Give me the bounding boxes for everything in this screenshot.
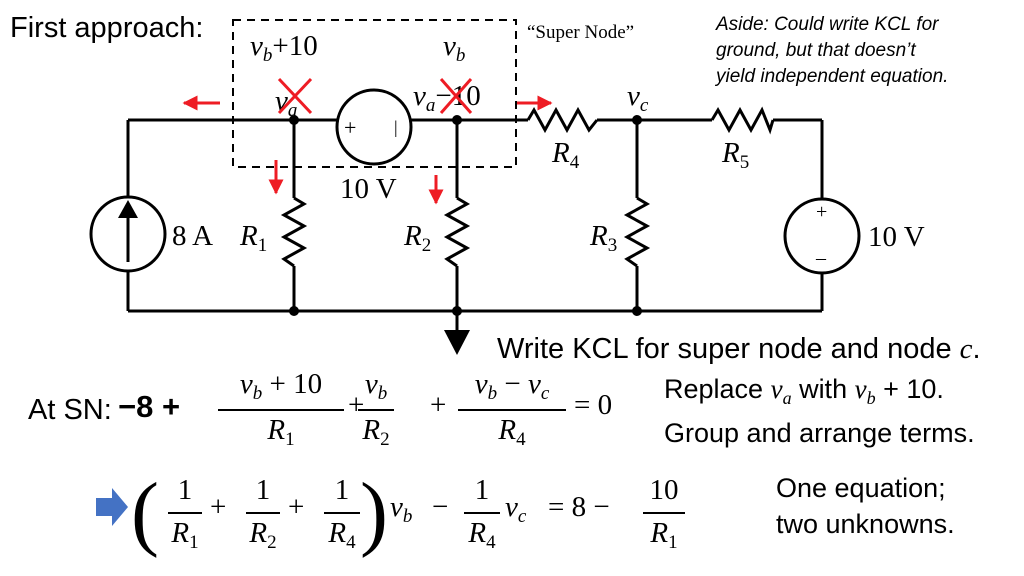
node-label-va: va: [275, 85, 297, 121]
fraction-numerator: vb + 10: [239, 368, 323, 404]
resistor-label-r4: R4: [551, 137, 580, 173]
right-arrow-icon: [96, 488, 128, 526]
resistor-r1: [280, 196, 308, 268]
replace-note: Replace va with vb + 10.: [664, 374, 944, 408]
node-label-vb-plus10: vb+10: [250, 30, 318, 66]
kcl-note-var: c: [959, 333, 973, 365]
plus-operator: +: [430, 389, 447, 421]
aside-note: Aside: Could write KCL for ground, but t…: [716, 12, 948, 90]
plus-operator: +: [348, 389, 365, 421]
fraction-numerator: 1: [334, 474, 350, 506]
junction-dots: [289, 115, 642, 316]
resistor-label-r1: R1: [239, 220, 267, 256]
fraction-denominator: R4: [468, 517, 496, 553]
resistor-r3: [623, 196, 651, 268]
aside-line: ground, but that doesn’t: [716, 40, 916, 61]
voltage-label-right: 10 V: [868, 221, 925, 253]
fraction-denominator: R1: [171, 517, 199, 553]
kcl-note-prefix: Write KCL for super node and node: [497, 333, 960, 365]
note-line: two unknowns.: [776, 509, 955, 539]
kcl-note-suffix: .: [972, 333, 981, 365]
minus-operator: −: [432, 491, 449, 523]
circuit-wires: [126, 118, 824, 330]
note-line: One equation;: [776, 473, 946, 503]
minus-sign: –: [815, 247, 827, 269]
fraction-denominator: R2: [362, 414, 390, 450]
node-label-vc: vc: [627, 80, 649, 116]
fraction-denominator: R1: [267, 414, 295, 450]
equation-lead: −8 +: [118, 389, 181, 424]
fraction-denominator: R1: [650, 517, 678, 553]
resistor-r5: [710, 106, 775, 135]
voltage-source-right: [783, 197, 861, 275]
strike-marks: [277, 77, 473, 115]
one-equation-note: One equation; two unknowns.: [776, 470, 955, 542]
current-arrows: [182, 95, 553, 205]
fraction-numerator: vb − vc: [474, 368, 550, 404]
plus-operator: +: [288, 491, 305, 523]
group-note: Group and arrange terms.: [664, 418, 975, 448]
equation-rhs: = 0: [574, 389, 613, 421]
left-paren: (: [131, 466, 159, 559]
resistor-r2: [443, 196, 471, 268]
fraction-numerator: 1: [255, 474, 271, 506]
aside-line: yield independent equation.: [716, 66, 949, 87]
aside-line: Aside: Could write KCL for: [716, 14, 939, 35]
variable-vc: vc: [505, 491, 527, 527]
plus-sign: +: [816, 201, 827, 223]
current-label: 8 A: [172, 220, 213, 252]
fraction-numerator: 1: [474, 474, 490, 506]
fraction-bars: [168, 409, 685, 514]
plus-operator: +: [210, 491, 227, 523]
equation2-rhs: = 8 −: [548, 491, 610, 523]
resistor-label-r2: R2: [403, 220, 431, 256]
super-node-label: “Super Node”: [527, 22, 635, 43]
fraction-numerator: 1: [177, 474, 193, 506]
fraction-denominator: R2: [249, 517, 277, 553]
node-label-va-minus10: va−10: [413, 80, 481, 116]
bar-sign: |: [394, 117, 398, 137]
fraction-numerator: vb: [364, 368, 388, 404]
equation-label: At SN:: [28, 394, 112, 426]
replace-note-prefix: Replace: [664, 374, 771, 404]
current-source: [89, 195, 167, 273]
super-node-boundary: [232, 19, 517, 168]
fraction-denominator: R4: [328, 517, 356, 553]
right-paren: ): [360, 466, 388, 559]
plus-sign: +: [344, 115, 356, 140]
variable-vb: vb: [390, 491, 413, 527]
kcl-note: Write KCL for super node and node c.: [497, 333, 981, 366]
resistor-label-r3: R3: [589, 220, 617, 256]
voltage-source-top: [335, 88, 413, 166]
replace-note-suffix: + 10.: [875, 374, 944, 404]
replace-note-mid: with: [791, 374, 855, 404]
voltage-label-top: 10 V: [340, 173, 397, 205]
resistor-r4: [526, 106, 599, 134]
fraction-numerator: 10: [649, 474, 679, 506]
resistor-label-r5: R5: [721, 137, 749, 173]
heading: First approach:: [10, 12, 204, 44]
ground-symbol: [444, 330, 470, 355]
node-label-vb: vb: [443, 30, 465, 66]
fraction-denominator: R4: [498, 414, 526, 450]
